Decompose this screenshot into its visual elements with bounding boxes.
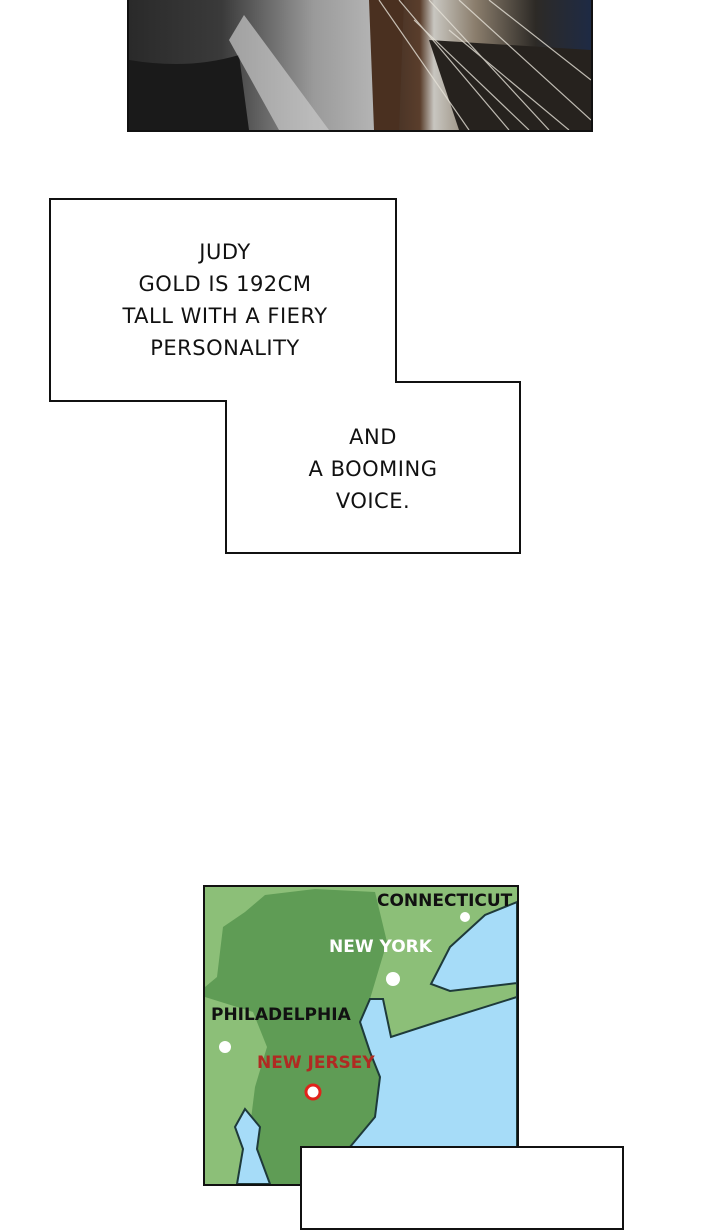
delaware-river: [233, 1107, 272, 1184]
caption-box-3: [300, 1146, 624, 1230]
panel-artwork: [129, 0, 591, 130]
map-label-connecticut: CONNECTICUT: [377, 891, 513, 911]
map-label-new-jersey: NEW JERSEY: [257, 1053, 375, 1073]
caption-box-2: AND A BOOMING VOICE.: [248, 421, 498, 517]
caption-line: GOLD IS 192CM: [138, 272, 312, 296]
map-label-philadelphia: PHILADELPHIA: [211, 1005, 351, 1025]
caption-line: PERSONALITY: [150, 336, 300, 360]
caption-line: TALL WITH A FIERY: [122, 304, 328, 328]
comic-panel-top: [127, 0, 593, 132]
new-jersey-pennsylvania-region: [205, 889, 387, 1184]
caption-line: A BOOMING: [308, 457, 438, 481]
map-artwork: [205, 889, 517, 1184]
caption-box-1: JUDY GOLD IS 192CM TALL WITH A FIERY PER…: [60, 236, 390, 364]
caption-line: AND: [349, 425, 397, 449]
map-label-new-york: NEW YORK: [329, 937, 432, 957]
caption-line: JUDY: [199, 240, 251, 264]
city-dot-new-jersey: [304, 1083, 322, 1101]
caption-line: VOICE.: [335, 489, 411, 513]
map-panel: CONNECTICUT NEW YORK PHILADELPHIA NEW JE…: [203, 885, 519, 1186]
city-dot-philadelphia: [219, 1041, 231, 1053]
city-dot-new-york: [386, 972, 400, 986]
city-dot-connecticut: [460, 912, 470, 922]
